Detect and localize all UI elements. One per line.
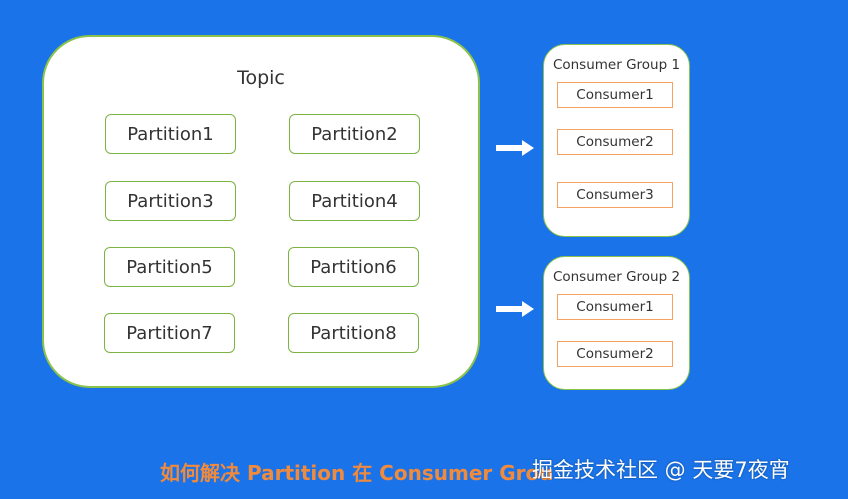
group-1-consumer-1: Consumer1 <box>557 82 673 108</box>
partition-5: Partition5 <box>104 247 235 287</box>
caption: 如何解决 Partition 在 Consumer Grou <box>160 461 554 485</box>
partition-8: Partition8 <box>288 313 419 353</box>
group-1-consumer-3: Consumer3 <box>557 182 673 208</box>
arrow-right-icon <box>496 301 534 317</box>
partition-2: Partition2 <box>289 114 420 154</box>
consumer-group-2-title: Consumer Group 2 <box>552 269 681 285</box>
consumer-group-1-title: Consumer Group 1 <box>552 57 681 73</box>
group-1-consumer-2: Consumer2 <box>557 129 673 155</box>
consumer-group-2-box: Consumer Group 2 <box>543 256 690 390</box>
partition-3: Partition3 <box>105 181 236 221</box>
watermark: 掘金技术社区 @ 天要7夜宵 <box>532 458 790 482</box>
arrow-right-icon <box>496 140 534 156</box>
partition-7: Partition7 <box>104 313 235 353</box>
partition-4: Partition4 <box>289 181 420 221</box>
group-2-consumer-1: Consumer1 <box>557 294 673 320</box>
partition-1: Partition1 <box>105 114 236 154</box>
partition-6: Partition6 <box>288 247 419 287</box>
group-2-consumer-2: Consumer2 <box>557 341 673 367</box>
topic-title: Topic <box>237 67 285 89</box>
